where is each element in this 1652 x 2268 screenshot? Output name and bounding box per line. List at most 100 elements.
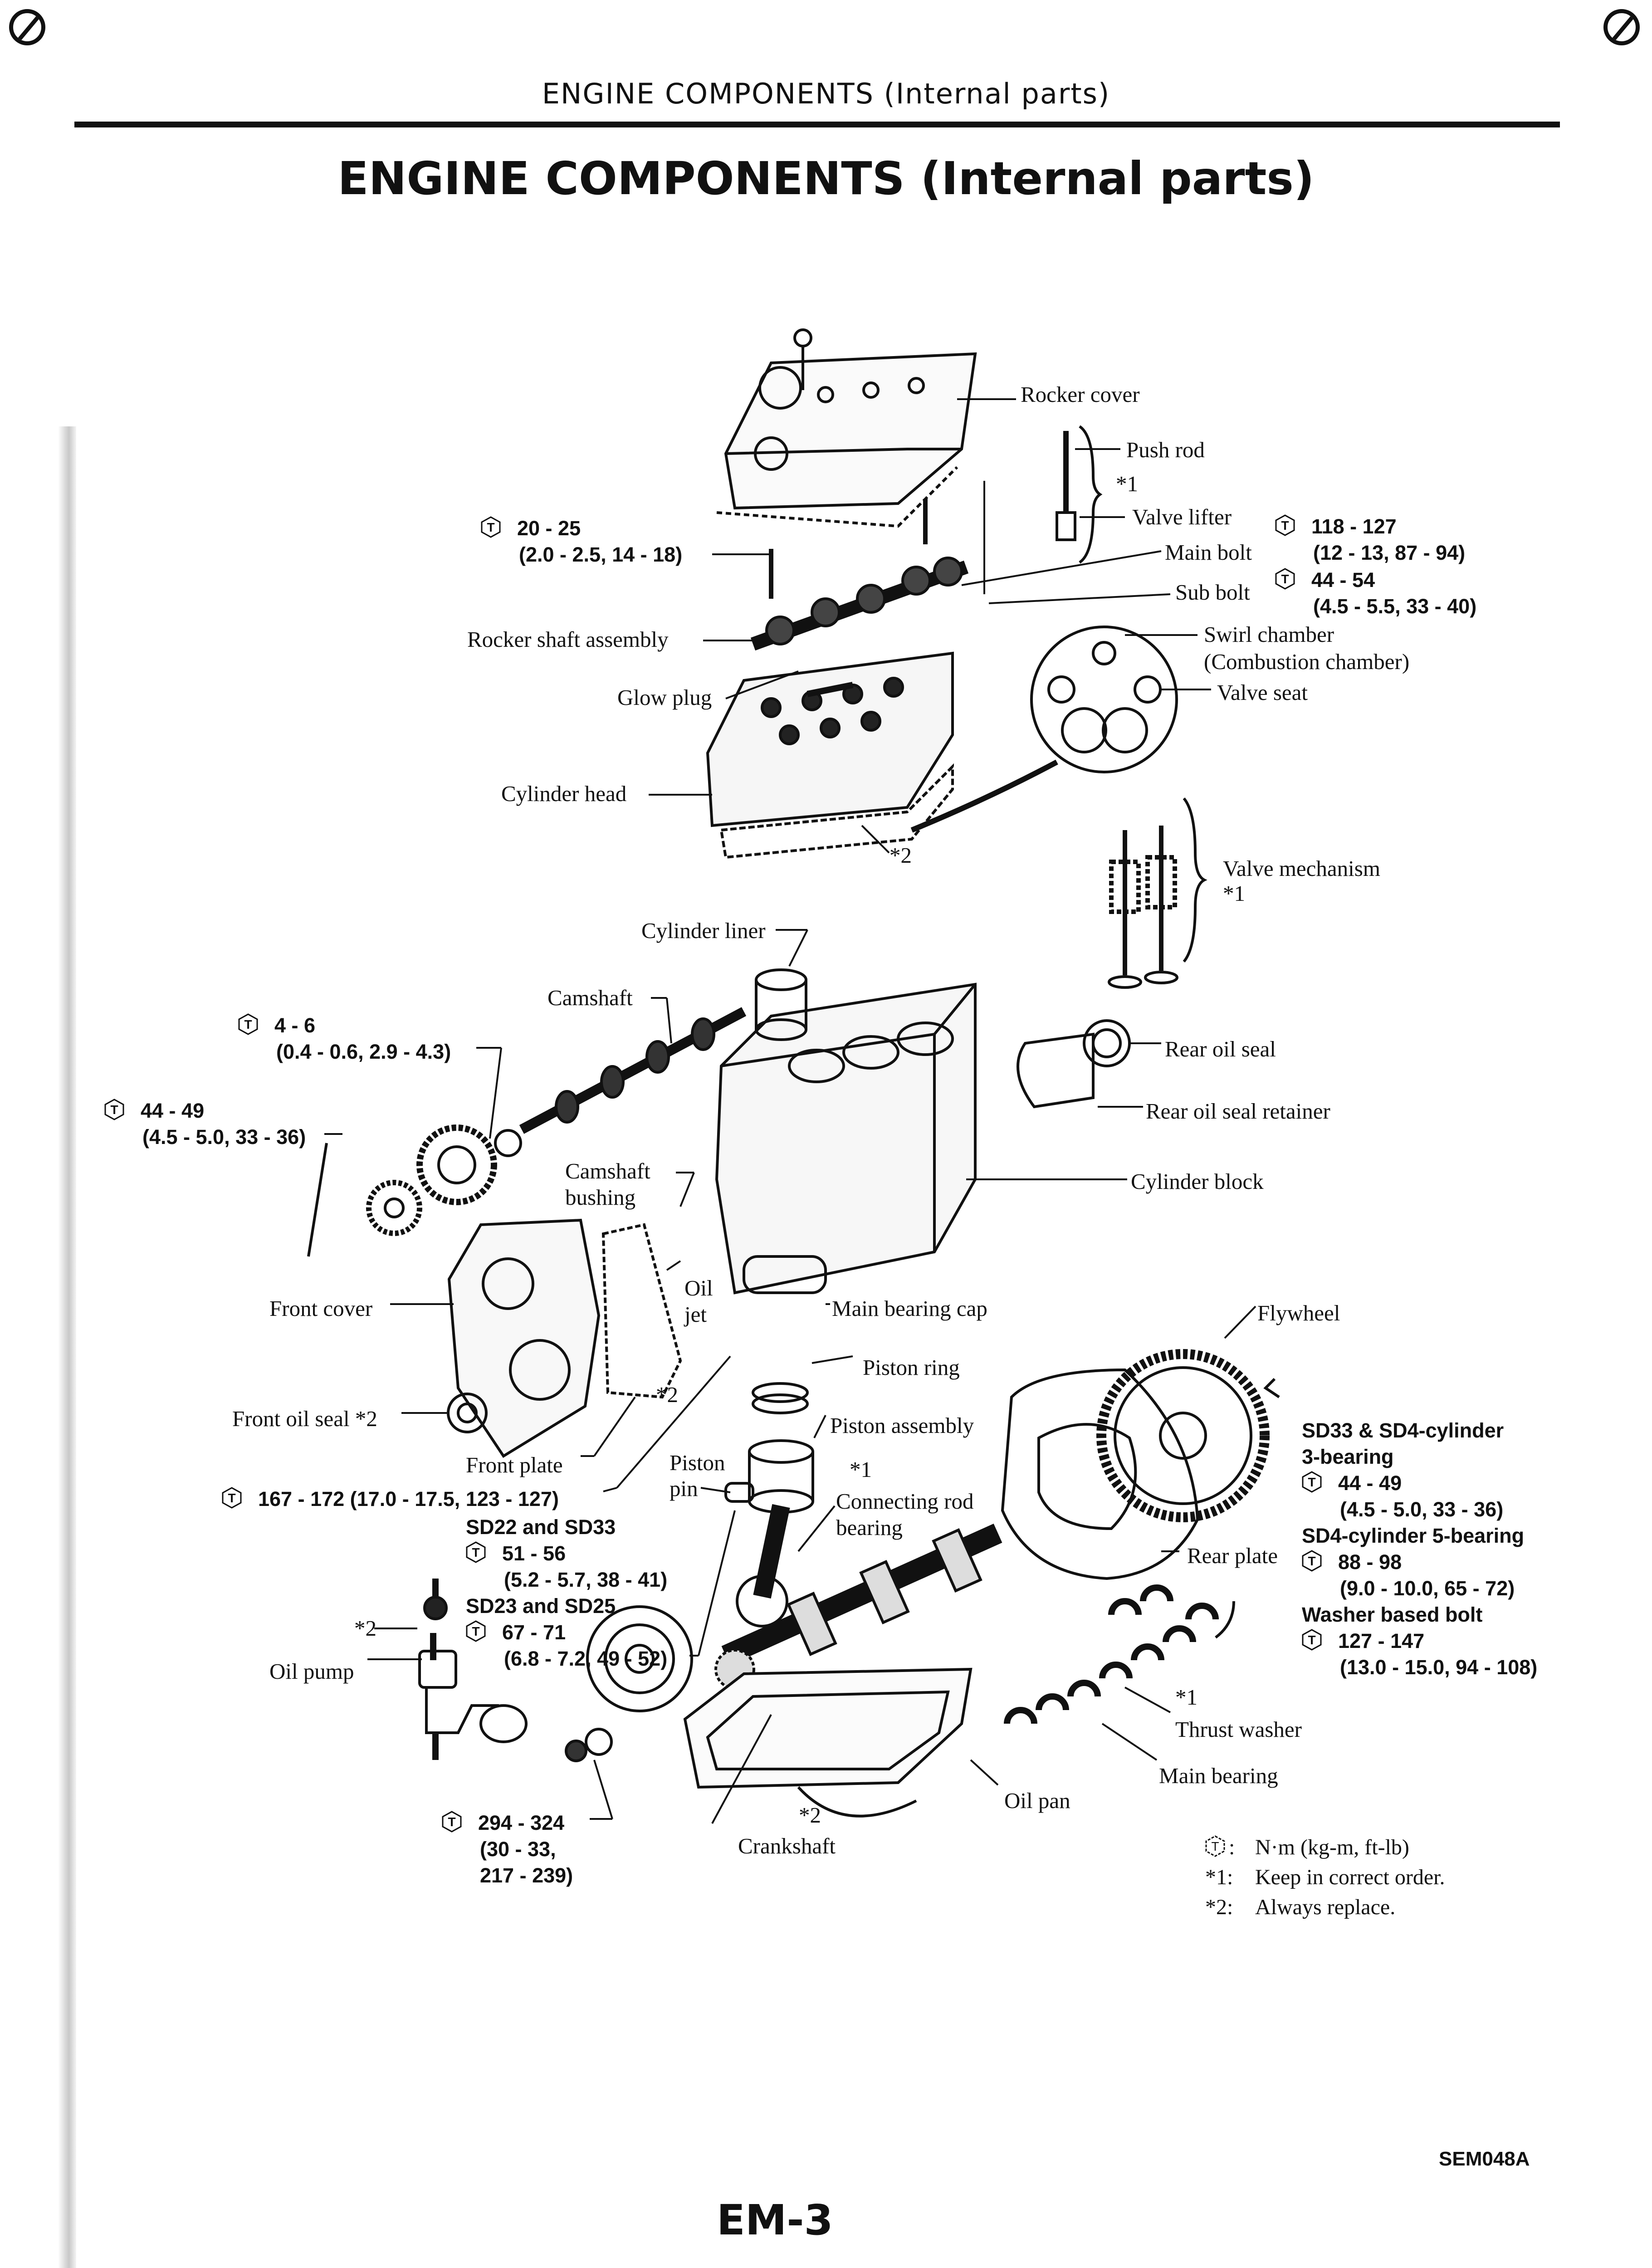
label-glow-plug: Glow plug	[617, 685, 712, 710]
label-camshaft-bushing-1: Camshaft	[565, 1158, 650, 1183]
rocker-shaft-drawing	[750, 499, 969, 651]
note-thrust-washer: *1	[1175, 1685, 1197, 1710]
piston-drawing	[724, 1382, 814, 1628]
flywheel-drawing	[1096, 1349, 1280, 1522]
svg-text:T: T	[472, 1624, 479, 1638]
rocker-cover-drawing	[716, 328, 977, 528]
label-piston-assembly: Piston assembly	[830, 1413, 974, 1438]
prohibited-circle-icon	[9, 9, 45, 45]
svg-text:T: T	[448, 1815, 455, 1829]
label-valve-mechanism: Valve mechanism	[1223, 856, 1380, 881]
label-cylinder-head: Cylinder head	[501, 781, 627, 806]
label-front-cover: Front cover	[269, 1296, 373, 1321]
label-rocker-shaft-assembly: Rocker shaft assembly	[467, 627, 669, 652]
svg-text:T: T	[1308, 1475, 1315, 1489]
exploded-engine-diagram	[307, 328, 1280, 1824]
front-cover-drawing	[447, 1218, 682, 1458]
label-cylinder-liner: Cylinder liner	[641, 918, 766, 943]
note-head-gasket: *2	[890, 843, 912, 868]
svg-text:T: T	[472, 1545, 479, 1559]
svg-text:T: T	[1308, 1554, 1315, 1568]
scan-margin-shadow	[58, 426, 76, 2268]
label-main-bearing: Main bearing	[1159, 1763, 1278, 1788]
valve-mechanism-drawing	[1108, 797, 1207, 989]
label-oil-pan: Oil pan	[1004, 1788, 1070, 1813]
oil-pump-drawing	[418, 1579, 528, 1760]
svg-text:T: T	[1308, 1633, 1315, 1647]
header-rule	[74, 122, 1560, 127]
torque-hexagon-icon: T	[238, 1013, 258, 1035]
note-valve-mechanism: *1	[1223, 881, 1245, 906]
rear-plate-drawing	[1001, 1368, 1199, 1580]
torque-hexagon-icon: T	[1302, 1629, 1322, 1651]
torque-hexagon-icon: T	[466, 1541, 486, 1563]
torque-hexagon-icon: T	[442, 1811, 462, 1833]
svg-text:T: T	[487, 520, 494, 534]
note-front-cover-gasket: *2	[656, 1382, 678, 1407]
torque-hexagon-icon: T	[1205, 1835, 1225, 1857]
torque-hexagon-icon: T	[1275, 568, 1295, 590]
torque-hexagon-icon: T	[1275, 514, 1295, 536]
figure-code: SEM048A	[1439, 2148, 1530, 2170]
label-rocker-cover: Rocker cover	[1021, 382, 1140, 407]
running-header: ENGINE COMPONENTS (Internal parts)	[542, 77, 1110, 110]
torque-hexagon-icon: T	[222, 1487, 242, 1509]
label-piston-ring: Piston ring	[863, 1355, 960, 1380]
label-oil-jet-2: jet	[684, 1302, 707, 1327]
legend-item-torque: T:N·m (kg-m, ft-lb)	[1205, 1833, 1445, 1862]
camshaft-drawing	[519, 1007, 747, 1134]
torque-hexagon-icon: T	[481, 516, 501, 538]
label-push-rod: Push rod	[1126, 437, 1205, 462]
legend: T:N·m (kg-m, ft-lb) *1:Keep in correct o…	[1205, 1833, 1445, 1922]
torque-hexagon-icon: T	[104, 1099, 124, 1120]
label-crankshaft: Crankshaft	[738, 1833, 836, 1858]
note-oil-pump-gasket: *2	[354, 1616, 376, 1641]
leader-lines	[324, 398, 1256, 1824]
label-valve-seat: Valve seat	[1217, 680, 1308, 705]
label-front-plate: Front plate	[466, 1452, 563, 1477]
svg-text:T: T	[1281, 518, 1289, 533]
label-valve-lifter: Valve lifter	[1132, 504, 1232, 529]
torque-hexagon-icon: T	[466, 1620, 486, 1642]
prohibited-circle-icon	[1603, 9, 1640, 45]
label-connecting-rod-bearing-2: bearing	[836, 1515, 903, 1540]
torque-hexagon-icon: T	[1302, 1550, 1322, 1572]
label-cylinder-block: Cylinder block	[1131, 1169, 1264, 1194]
label-rear-plate: Rear plate	[1187, 1543, 1278, 1568]
crankshaft-drawing	[714, 1524, 1002, 1690]
legend-item-keep-order: *1:Keep in correct order.	[1205, 1865, 1445, 1889]
label-combustion-chamber: (Combustion chamber)	[1204, 649, 1410, 674]
label-camshaft: Camshaft	[547, 985, 633, 1010]
cylinder-head-drawing	[706, 651, 954, 859]
label-piston-pin-1: Piston	[670, 1450, 725, 1475]
label-rear-oil-seal-retainer: Rear oil seal retainer	[1146, 1099, 1330, 1124]
note-crankshaft: *2	[799, 1803, 821, 1828]
bearings-drawing	[1004, 1584, 1235, 1724]
label-oil-jet-1: Oil	[684, 1276, 713, 1300]
svg-text:T: T	[228, 1491, 235, 1505]
rear-oil-seal-drawing	[1017, 1019, 1131, 1109]
legend-item-always-replace: *2:Always replace.	[1205, 1895, 1396, 1919]
push-rod-drawing	[1056, 425, 1103, 564]
label-oil-pump: Oil pump	[269, 1659, 354, 1684]
timing-gears-drawing	[307, 1124, 522, 1257]
crank-pulley-drawing	[565, 1605, 693, 1762]
swirl-chamber-drawing	[910, 626, 1178, 833]
label-main-bearing-cap: Main bearing cap	[832, 1296, 987, 1321]
note-piston: *1	[850, 1457, 872, 1482]
label-flywheel: Flywheel	[1257, 1300, 1340, 1325]
label-camshaft-bushing-2: bushing	[565, 1185, 636, 1210]
label-piston-pin-2: pin	[670, 1476, 698, 1501]
label-sub-bolt: Sub bolt	[1175, 580, 1250, 605]
svg-text:T: T	[1211, 1839, 1219, 1853]
page-number: EM-3	[717, 2196, 833, 2244]
page-title: ENGINE COMPONENTS (Internal parts)	[337, 152, 1315, 205]
svg-text:T: T	[244, 1017, 252, 1031]
